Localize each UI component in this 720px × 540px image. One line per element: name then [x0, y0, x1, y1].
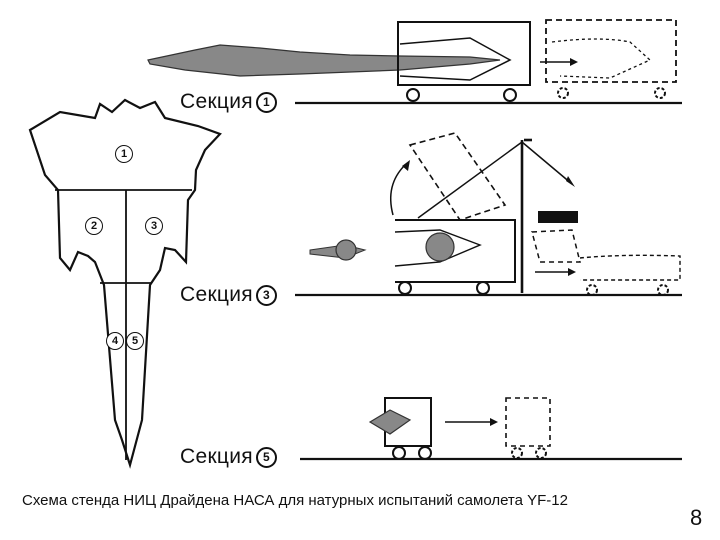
section-1-number: 1	[255, 92, 277, 113]
section3-fixture	[395, 219, 516, 283]
section-5-text: Секция	[180, 445, 253, 468]
section1-dashed-fixture	[545, 19, 677, 83]
part-5-marker: 5	[126, 332, 144, 350]
part-1-marker: 1	[115, 145, 133, 163]
section-3-number: 3	[255, 285, 277, 306]
section1-fixture	[397, 21, 531, 86]
section5-dashed-fixture	[505, 397, 551, 447]
part-2-marker: 2	[85, 217, 103, 235]
part-4-marker: 4	[106, 332, 124, 350]
section-1-text: Секция	[180, 90, 253, 113]
fuselage-silhouette	[147, 44, 501, 77]
section-3-text: Секция	[180, 283, 253, 306]
part-3-marker: 3	[145, 217, 163, 235]
figure-caption: Схема стенда НИЦ Драйдена НАСА для натур…	[22, 492, 568, 509]
aircraft-planform	[28, 98, 222, 469]
section-5-number: 5	[255, 447, 277, 468]
page-number: 8	[690, 505, 703, 530]
